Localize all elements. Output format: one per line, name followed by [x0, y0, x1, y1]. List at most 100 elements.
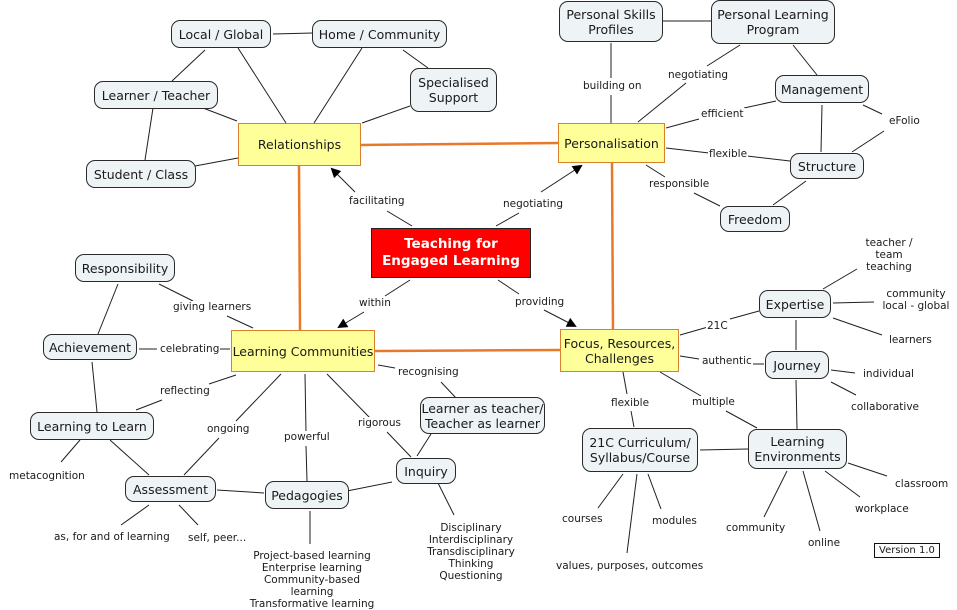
node-home-community[interactable]: Home / Community — [312, 20, 447, 48]
connector-line — [824, 470, 861, 498]
label-recognising: recognising — [397, 366, 460, 378]
node-21c-curriculum[interactable]: 21C Curriculum/ Syllabus/Course — [582, 428, 698, 472]
node-freedom[interactable]: Freedom — [720, 206, 790, 232]
node-management[interactable]: Management — [775, 75, 869, 103]
connector-line — [305, 445, 308, 482]
connector-line — [313, 47, 363, 124]
node-expertise[interactable]: Expertise — [759, 290, 831, 318]
connector-line — [820, 104, 823, 153]
label-ongoing: ongoing — [206, 423, 251, 435]
concept-focus-resources-challenges[interactable]: Focus, Resources, Challenges — [560, 329, 679, 372]
label-teacher-team-teaching: teacher / team teaching — [865, 237, 913, 273]
node-local-global[interactable]: Local / Global — [171, 20, 271, 48]
label-as-for-of-learning: as, for and of learning — [53, 531, 171, 543]
root-concept[interactable]: Teaching for Engaged Learning — [371, 228, 531, 278]
node-structure[interactable]: Structure — [790, 153, 864, 179]
node-journey[interactable]: Journey — [765, 351, 829, 379]
connector-line — [665, 147, 710, 154]
node-learning-to-learn[interactable]: Learning to Learn — [30, 412, 154, 440]
connector-line — [60, 439, 81, 463]
node-inquiry[interactable]: Inquiry — [396, 458, 456, 484]
connector-line — [706, 44, 741, 67]
node-achievement[interactable]: Achievement — [43, 334, 137, 360]
label-efolio: eFolio — [888, 115, 921, 127]
label-facilitating: facilitating — [348, 195, 406, 207]
connector-line — [679, 326, 709, 336]
connector-line — [272, 32, 314, 35]
label-within: within — [358, 297, 392, 309]
connector-line — [659, 371, 702, 397]
connector-line — [226, 315, 254, 329]
connector-line — [862, 104, 883, 115]
connector-line — [725, 410, 758, 429]
connector-line — [97, 283, 119, 335]
connector-line — [402, 49, 429, 69]
connector-line — [772, 180, 807, 206]
node-specialised-support[interactable]: Specialised Support — [410, 68, 497, 112]
connector-line — [743, 100, 777, 109]
node-learner-teacher[interactable]: Learner / Teacher — [94, 81, 218, 109]
connector-line — [822, 268, 858, 290]
link-relationships-personalisation — [360, 141, 559, 147]
label-workplace: workplace — [854, 503, 910, 515]
connector-line — [699, 448, 749, 451]
label-inquiry-list: Disciplinary Interdisciplinary Transdisc… — [427, 522, 515, 582]
label-rigorous: rigorous — [357, 417, 402, 429]
concept-relationships[interactable]: Relationships — [238, 123, 361, 166]
connector-line — [637, 82, 687, 123]
connector-line — [208, 374, 237, 385]
node-responsibility[interactable]: Responsibility — [75, 254, 175, 282]
connector-line — [183, 437, 220, 476]
node-learning-environments[interactable]: Learning Environments — [748, 429, 847, 469]
connector-line — [763, 470, 788, 518]
link-relationships-learning-communities — [297, 165, 302, 331]
connector-line — [91, 361, 98, 413]
node-pedagogies[interactable]: Pedagogies — [265, 481, 349, 509]
connector-line — [497, 279, 520, 295]
connector-line — [729, 310, 760, 320]
connector-line — [109, 439, 150, 476]
connector-line — [416, 433, 432, 457]
node-student-class[interactable]: Student / Class — [86, 160, 196, 188]
node-personal-learning-program[interactable]: Personal Learning Program — [711, 0, 835, 44]
label-building-on: building on — [582, 80, 643, 92]
connector-line — [304, 373, 307, 433]
link-personalisation-focus — [610, 162, 615, 333]
connector-line — [645, 164, 666, 178]
connector-line — [795, 379, 798, 430]
node-learner-as-teacher[interactable]: Learner as teacher/ Teacher as learner — [420, 397, 545, 434]
label-efficient: efficient — [700, 108, 745, 120]
connector-line — [171, 49, 206, 82]
connector-line — [330, 167, 356, 193]
version-badge: Version 1.0 — [874, 543, 940, 558]
connector-line — [630, 410, 635, 428]
node-personal-skills-profiles[interactable]: Personal Skills Profiles — [559, 1, 663, 42]
label-celebrating: celebrating — [159, 343, 221, 355]
connector-line — [693, 192, 721, 207]
connector-line — [830, 381, 857, 396]
connector-line — [216, 489, 265, 494]
connector-line — [384, 279, 411, 297]
concept-learning-communities[interactable]: Learning Communities — [231, 330, 375, 372]
connector-line — [626, 473, 638, 554]
connector-line — [440, 381, 457, 399]
connector-line — [830, 369, 856, 374]
concept-personalisation[interactable]: Personalisation — [558, 123, 665, 163]
node-assessment[interactable]: Assessment — [125, 476, 216, 502]
label-classroom: classroom — [894, 478, 950, 490]
connector-line — [346, 481, 393, 492]
main-links — [297, 141, 615, 353]
connector-line — [847, 462, 888, 477]
label-collaborative: collaborative — [850, 401, 921, 413]
connector-line — [194, 157, 239, 167]
connector-line — [746, 155, 791, 162]
label-values-purposes-outcomes: values, purposes, outcomes — [555, 560, 705, 572]
label-responsible: responsible — [648, 178, 711, 190]
label-online: online — [807, 537, 842, 549]
connector-line — [237, 47, 287, 124]
connector-line — [202, 107, 238, 122]
link-learning-communities-focus — [373, 348, 562, 353]
connector-line — [540, 164, 583, 193]
